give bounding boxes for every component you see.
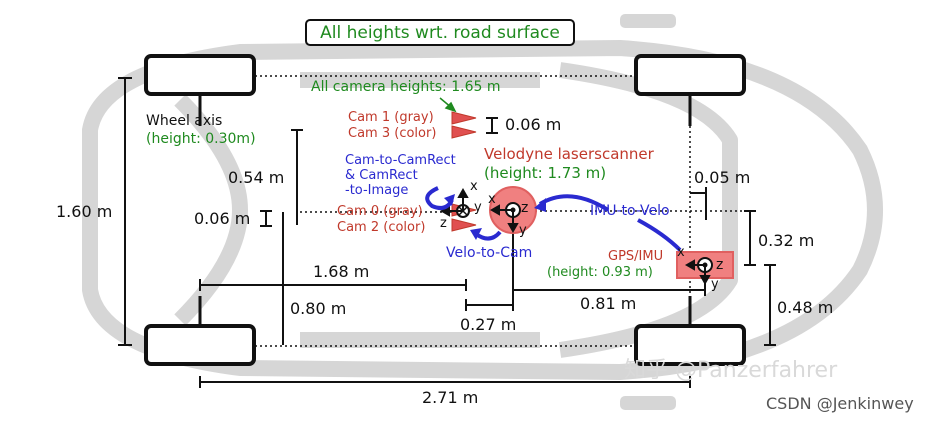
wheel-axis-height: (height: 0.30m) [146, 131, 256, 147]
dim-cam-height-offset: 0.54 m [228, 168, 285, 187]
watermark-csdn: CSDN @Jenkinwey [766, 394, 914, 413]
gps-axis-y: y [711, 277, 719, 292]
cam13-icon [451, 111, 477, 139]
dim-cam-to-side: 0.80 m [290, 299, 347, 318]
wheel-front-left [634, 54, 746, 96]
cam-axis-x: x [470, 179, 478, 194]
watermark-zhihu: 知乎 @Panzerfahrer [624, 358, 838, 383]
dim-wheelbase: 2.71 m [422, 388, 479, 407]
coordinate-axes [439, 187, 711, 286]
gps-height: (height: 0.93 m) [547, 265, 653, 280]
cam-to-camrect-line1: Cam-to-CamRect [345, 153, 456, 168]
wheel-axis-label: Wheel axis [146, 113, 223, 129]
dim-gps-to-side: 0.48 m [777, 298, 834, 317]
diagram-title: All heights wrt. road surface [305, 19, 575, 46]
imu-to-velo-label: IMU-to-Velo [590, 203, 670, 219]
axles [198, 94, 692, 326]
wheel-rear-right [144, 324, 256, 366]
dim-gps-to-velo-height: 0.32 m [758, 231, 815, 250]
gps-label: GPS/IMU [608, 249, 664, 264]
cam-to-camrect-line3: -to-Image [345, 183, 409, 198]
dim-cam-to-velo: 0.27 m [460, 315, 517, 334]
velo-to-cam-label: Velo-to-Cam [446, 245, 533, 261]
cam-axis-z: z [440, 216, 447, 231]
cam1-label: Cam 1 (gray) [348, 110, 434, 125]
velo-axis-z: z [521, 200, 529, 216]
velo-axis-x: x [488, 192, 496, 207]
gps-axis-z: z [716, 257, 724, 273]
wheel-track-lines [255, 75, 755, 347]
velo-axis-y: y [519, 223, 527, 238]
cam13-spacing: 0.06 m [505, 115, 562, 134]
transform-arrowheads [444, 194, 546, 240]
car-mirrors [620, 14, 676, 410]
dim-cam02-spacing: 0.06 m [194, 209, 251, 228]
camera-height-pointer [439, 97, 457, 113]
cam-axis-y: y [474, 200, 482, 215]
dim-velo-to-gps: 0.81 m [580, 294, 637, 313]
dimension-lines [118, 77, 776, 388]
camera-heights-label: All camera heights: 1.65 m [311, 79, 501, 95]
velodyne-height: (height: 1.73 m) [484, 164, 607, 182]
velodyne-label: Velodyne laserscanner [484, 145, 654, 163]
dim-car-width: 1.60 m [56, 202, 113, 221]
cam0-label: Cam 0 (gray) [337, 204, 423, 219]
wheel-rear-left [144, 54, 256, 96]
cam-to-camrect-line2: & CamRect [345, 168, 418, 183]
cam3-label: Cam 3 (color) [348, 126, 437, 141]
cam2-label: Cam 2 (color) [337, 220, 426, 235]
dim-cam-to-front-axle: 1.68 m [313, 262, 370, 281]
dim-velo-to-rear-axle: 0.05 m [694, 168, 751, 187]
gps-axis-x: x [677, 245, 685, 260]
